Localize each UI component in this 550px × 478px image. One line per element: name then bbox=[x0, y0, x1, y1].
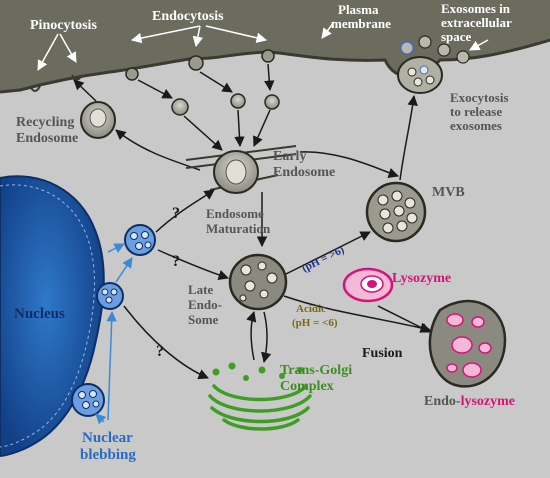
endocytosis-arrows bbox=[137, 63, 275, 99]
endo-lysozyme bbox=[428, 299, 507, 388]
question-mark-3: ? bbox=[156, 343, 164, 360]
label-endo-lysozyme: Endo-lysozyme bbox=[424, 394, 515, 409]
label-recycling-1: Recycling bbox=[16, 115, 74, 130]
label-nuclear-blebbing-1: Nuclear bbox=[82, 430, 133, 446]
label-exosomes-1: Exosomes in bbox=[441, 1, 511, 16]
blebbing-arrow-2 bbox=[115, 257, 133, 283]
label-fusion: Fusion bbox=[362, 346, 403, 361]
label-late-3: Some bbox=[188, 312, 219, 327]
label-exocytosis-1: Exocytosis bbox=[450, 90, 509, 105]
label-early-1: Early bbox=[273, 149, 306, 164]
golgi-late-arrow-up bbox=[246, 310, 257, 361]
label-late-1: Late bbox=[188, 282, 214, 297]
label-exosomes-2: extracellular bbox=[441, 15, 512, 30]
nuclear-blebbing-pointer-1 bbox=[106, 310, 117, 421]
question-mark-2: ? bbox=[172, 253, 180, 270]
pinocytosis-dip-1 bbox=[29, 85, 41, 92]
nuclear-blebbing-pointer-2 bbox=[95, 413, 107, 425]
exosomes-pointer bbox=[469, 39, 489, 51]
late-to-mvb-arrow bbox=[285, 231, 371, 275]
plasma-membrane-pointer bbox=[321, 21, 335, 39]
label-lysozyme: Lysozyme bbox=[392, 271, 451, 286]
recycling-endosome bbox=[80, 101, 116, 139]
nucleus bbox=[0, 175, 105, 458]
label-exosomes-3: space bbox=[441, 29, 472, 44]
bleb-to-early-arrow bbox=[155, 189, 215, 233]
recycle-to-membrane-arrow bbox=[73, 79, 97, 102]
nuclear-blebs bbox=[71, 282, 124, 417]
endocytic-pits bbox=[125, 49, 275, 81]
nuclear-envelope bbox=[0, 184, 95, 448]
label-nuclear-blebbing-2: blebbing bbox=[80, 447, 136, 463]
label-pinocytosis: Pinocytosis bbox=[30, 18, 97, 33]
label-endocytosis: Endocytosis bbox=[152, 9, 224, 24]
bleb-vesicle bbox=[124, 224, 156, 256]
label-trans-golgi-2: Complex bbox=[280, 379, 334, 394]
label-trans-golgi-1: Trans-Golgi bbox=[280, 363, 352, 378]
label-maturation-1: Endosome bbox=[206, 206, 264, 221]
lysozyme-to-fusion-arrow bbox=[377, 305, 431, 333]
label-early-2: Endosome bbox=[273, 165, 335, 180]
label-late-2: Endo- bbox=[188, 297, 222, 312]
late-endosome bbox=[228, 253, 288, 311]
pinocytosis-pointers bbox=[37, 33, 77, 71]
label-acidic: Acidic bbox=[296, 303, 326, 315]
to-early-arrows bbox=[183, 109, 271, 151]
label-ph-low: (pH = <6) bbox=[292, 317, 338, 329]
label-exocytosis-2: to release bbox=[450, 104, 502, 119]
mvb-to-exocytosis-arrow bbox=[399, 94, 418, 181]
blebbing-arrow-1 bbox=[107, 243, 125, 253]
question-mark-1: ? bbox=[172, 205, 180, 222]
golgi-complex bbox=[208, 384, 312, 431]
label-plasma-membrane-2: membrane bbox=[331, 16, 391, 31]
label-maturation-2: Maturation bbox=[206, 221, 271, 236]
label-recycling-2: Endosome bbox=[16, 131, 78, 146]
label-endo-prefix: Endo- bbox=[424, 394, 461, 409]
golgi-vesicles bbox=[212, 362, 303, 381]
label-plasma-membrane-1: Plasma bbox=[338, 2, 379, 17]
endocytosis-pointers bbox=[130, 25, 268, 48]
early-to-mvb-arrow bbox=[299, 151, 399, 178]
late-to-fusion-arrow bbox=[283, 295, 432, 333]
golgi-late-arrow-down bbox=[261, 311, 272, 364]
label-exocytosis-3: exosomes bbox=[450, 118, 502, 133]
endocytic-vesicles bbox=[171, 93, 280, 116]
lysozyme-vesicle bbox=[342, 267, 394, 303]
mvb bbox=[365, 181, 427, 243]
bleb-to-late-arrow bbox=[157, 249, 229, 280]
exocytosis-mvb bbox=[397, 56, 443, 94]
label-nucleus: Nucleus bbox=[14, 306, 65, 322]
label-endo-suffix: lysozyme bbox=[461, 394, 515, 409]
exosomes bbox=[400, 35, 470, 64]
bleb-to-golgi-arrow bbox=[123, 305, 209, 380]
early-endosome bbox=[185, 145, 297, 194]
label-mvb: MVB bbox=[432, 185, 465, 200]
